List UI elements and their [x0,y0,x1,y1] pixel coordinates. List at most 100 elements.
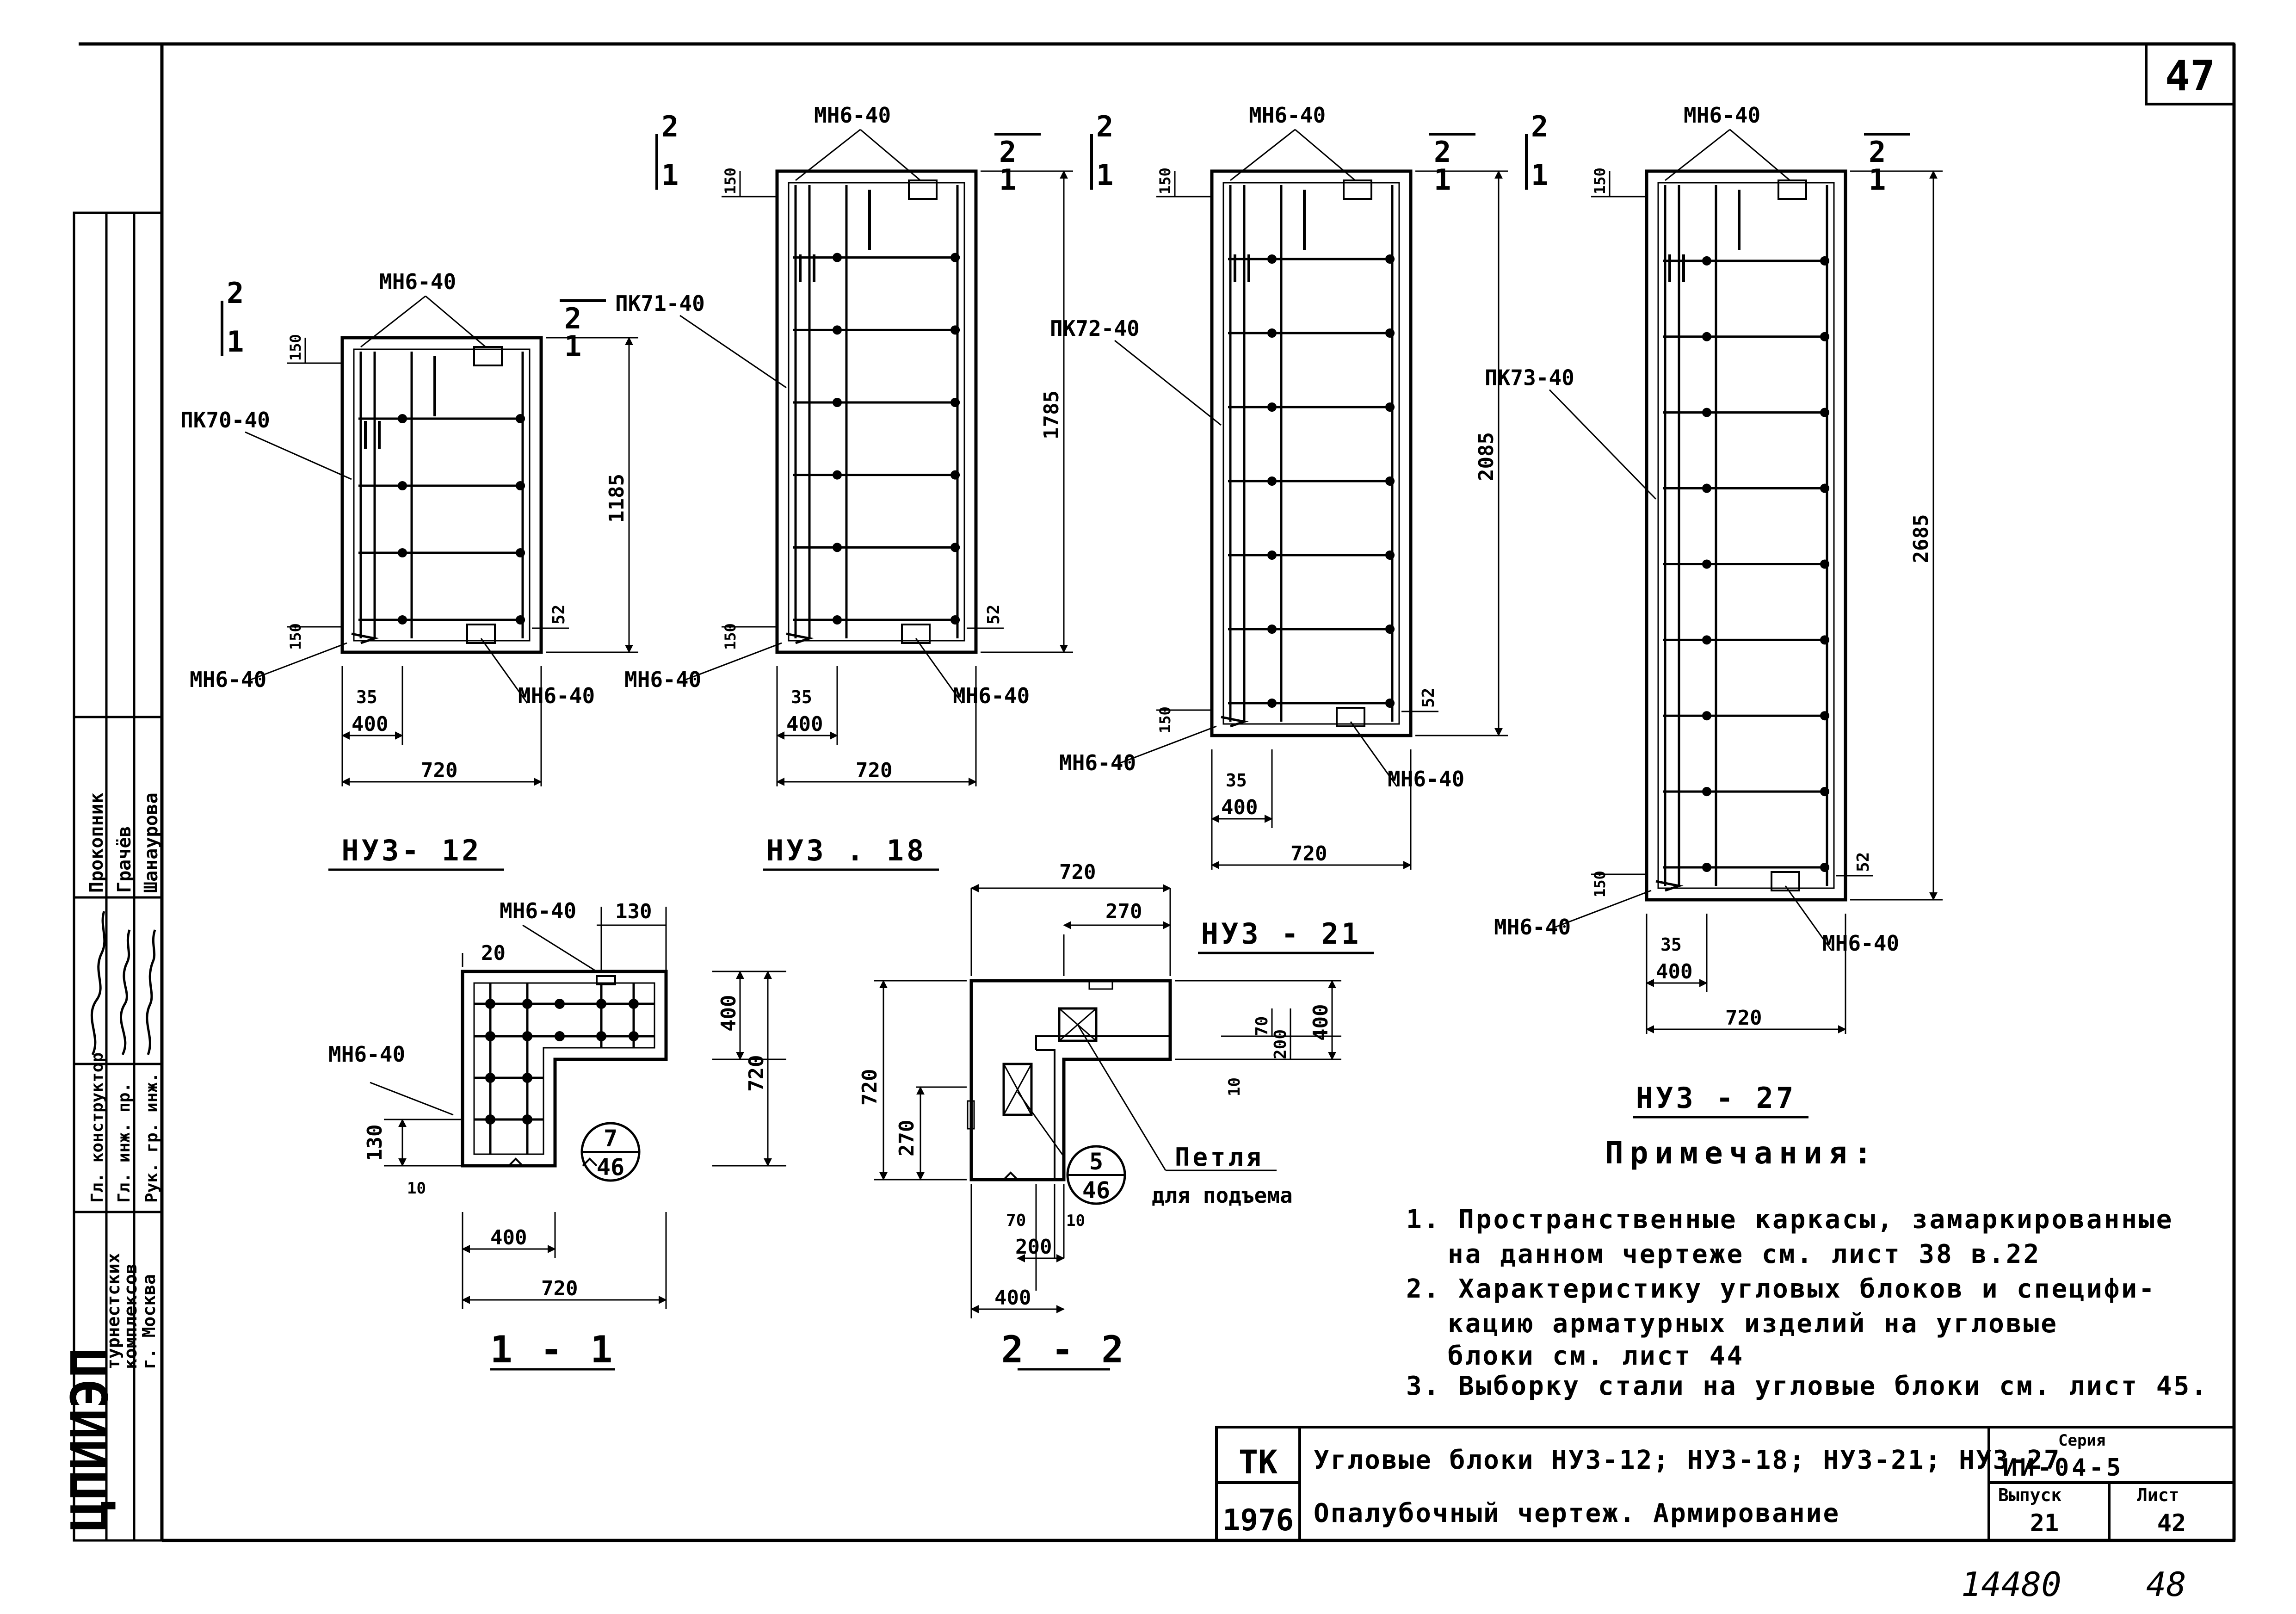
rebar-dot [833,325,842,335]
dim-400: 400 [786,712,823,736]
role-group-head: Рук. гр. инж. [142,1072,161,1203]
corner-mark [1655,880,1684,892]
mesh-top-mark [1343,179,1372,200]
s22-d400-right: 400 [1309,1004,1333,1041]
name-prokopnik: Прокопник [86,792,107,893]
mesh-top-mark [908,179,938,200]
dim-720: 720 [421,759,457,782]
s22-title: 2 - 2 [1001,1328,1127,1371]
mesh-bottom-mark [1336,707,1365,727]
lifting-loop [1668,190,1741,282]
section-label-2: 2 [227,276,247,310]
rebar-dot [1820,863,1829,872]
rebar-dot [1385,402,1395,412]
mesh-label-bottom-right: МН6-40 [518,683,595,708]
cage-outline [1222,182,1400,725]
cage-label: ПК73-40 [1485,365,1574,390]
s11-d400-right: 400 [717,995,741,1032]
height-dim: 2685 [1909,514,1933,563]
s11-d10: 10 [407,1179,426,1198]
rebar-dot [1820,256,1829,266]
s22-ref-bottom: 46 [1082,1177,1110,1204]
rebar-dot [950,470,960,480]
section-label-2: 2 [1531,110,1551,143]
rebar-dot [950,615,960,625]
dim-52: 52 [1419,688,1438,708]
rebar-dot [950,325,960,335]
note-1b: на данном чертеже см. лист 38 в.22 [1448,1239,2041,1269]
notes-heading: Примечания: [1605,1135,1878,1171]
mesh-label-bottom-left: МН6-40 [624,667,701,692]
rebar-dot [1702,408,1711,417]
mesh-top-mark [1778,179,1807,200]
dim-150-top: 150 [1591,167,1609,194]
dim-150-bottom: 150 [1591,871,1609,897]
rebar-dot [1267,550,1277,560]
tb-title-line2: Опалубочный чертеж. Армирование [1314,1498,1840,1528]
note-2c: блоки см. лист 44 [1448,1341,1744,1371]
mesh-label-top: МН6-40 [1684,103,1760,128]
elevations-group: 118552150150212135400720МН6-40МН6-40МН6-… [180,103,1943,1119]
height-dim: 1785 [1040,390,1063,439]
lifting-loop [799,190,871,282]
rebar-dot [1820,787,1829,797]
s11-d400-bottom: 400 [490,1226,527,1249]
mesh-label-top: МН6-40 [1249,103,1326,128]
section-label-1: 1 [1096,158,1116,192]
dim-150-bottom: 150 [287,623,304,650]
lifting-loop [1234,190,1306,282]
s22-d70-right: 70 [1253,1016,1271,1036]
rebar-dot [833,253,842,262]
cage-outline [353,348,531,642]
s11-d130-top: 130 [615,900,652,923]
cage-label: ПК70-40 [180,408,270,433]
name-shanaurova: Шанаурова [141,792,162,893]
section-label-1: 1 [661,158,681,192]
dim-150-top: 150 [722,167,739,194]
s22-ref-top: 5 [1089,1148,1103,1175]
rebar-dot [833,615,842,625]
mesh-label-top: МН6-40 [814,103,891,128]
note-2a: 2. Характеристику угловых блоков и специ… [1406,1274,2156,1304]
tb-series-value: ИИ-04-5 [2003,1454,2123,1482]
section-label-1-right: 1 [999,163,1019,197]
name-grachev: Грачёв [114,826,135,893]
rebar-dot [1385,476,1395,486]
mesh-label-bottom-left: МН6-40 [190,667,266,692]
section-label-2-right: 2 [564,302,584,335]
s22-d200-bottom: 200 [1015,1235,1052,1259]
dim-150-bottom: 150 [1156,706,1174,733]
tb-title-line1: Угловые блоки НУЗ-12; НУЗ-18; НУЗ-21; НУ… [1314,1445,2061,1475]
rebar-dot [1385,550,1395,560]
rebar-dot [950,543,960,552]
rebar-dot [1702,332,1711,341]
dim-150-top: 150 [1156,167,1174,194]
rebar-dot [1267,476,1277,486]
cage-outline [788,182,965,642]
s22-d270-top: 270 [1105,900,1142,923]
dim-150-top: 150 [287,334,304,361]
cage-label: ПК71-40 [615,291,705,316]
org-line-4: г. Москва [139,1274,159,1369]
s22-d70-bottom: 70 [1006,1211,1026,1230]
mesh-label-bottom-left: МН6-40 [1059,750,1136,775]
section-label-2-right: 2 [1869,135,1889,169]
rebar-dot [1820,332,1829,341]
dim-720: 720 [1290,842,1327,866]
s11-mesh-top: МН6-40 [500,898,576,923]
elevation-title: НУЗ - 27 [1636,1081,1796,1115]
rebar-dot [516,615,525,625]
rebar-dot [833,470,842,480]
rebar-dot [1820,711,1829,721]
rebar-dot [1385,699,1395,708]
rebar-dot [1820,408,1829,417]
rebar-dot [1702,635,1711,645]
rebar-dot [398,548,407,557]
dim-400: 400 [1221,796,1258,819]
s11-ref-bottom: 46 [597,1154,624,1181]
dim-400: 400 [352,712,388,736]
s22-d200-right: 200 [1271,1029,1290,1059]
block-outline [1210,169,1413,737]
height-dim: 1185 [605,474,629,523]
rebar-dot [1702,483,1711,493]
